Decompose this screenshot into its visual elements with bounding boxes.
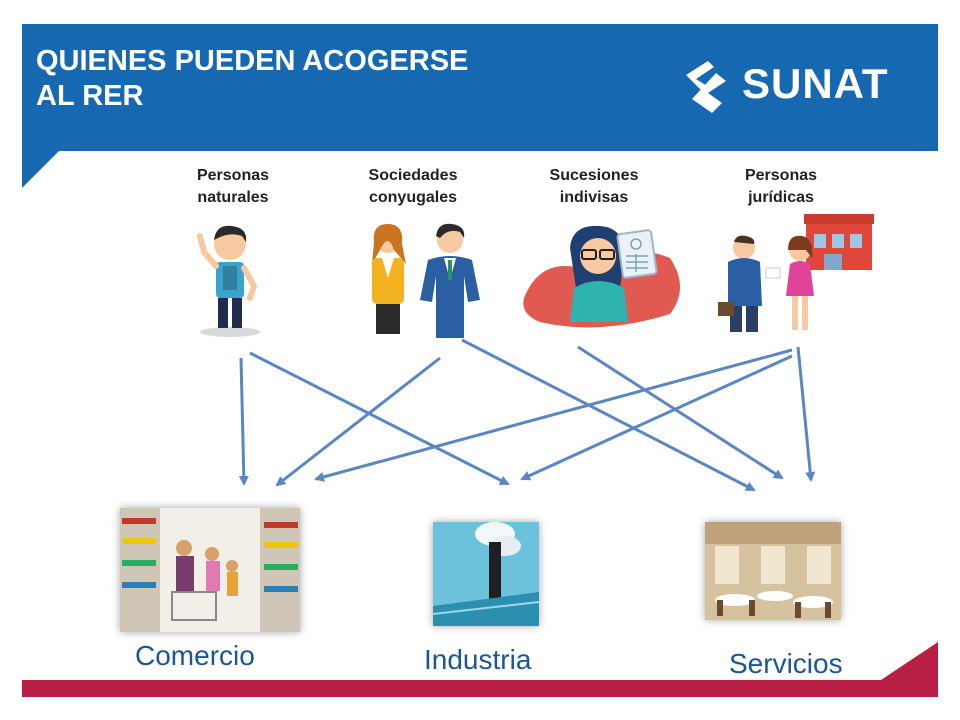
arrow-juridicas-comercio xyxy=(314,348,793,482)
sunat-logo: SUNAT xyxy=(682,55,918,119)
arrow-naturales-industria xyxy=(249,351,510,486)
arrow-conyugales-comercio xyxy=(275,356,441,487)
arrow-conyugales-servicios xyxy=(461,338,756,492)
page-title: QUIENES PUEDEN ACOGERSE AL RER xyxy=(36,45,469,112)
sector-label-servicios: Servicios xyxy=(729,648,843,679)
arrow-indivisas-servicios xyxy=(577,345,784,480)
sector-label-industria: Industria xyxy=(424,644,532,675)
sunat-logo-text: SUNAT xyxy=(742,60,889,107)
sector-label-comercio: Comercio xyxy=(135,640,255,671)
arrow-naturales-comercio xyxy=(238,357,249,486)
header-fold xyxy=(22,150,60,188)
sunat-logo-icon xyxy=(686,61,726,113)
header-banner xyxy=(22,24,938,151)
person-icon xyxy=(197,225,260,337)
arrow-juridicas-industria xyxy=(520,354,793,481)
arrow-juridicas-servicios xyxy=(796,346,816,482)
footer-triangle xyxy=(878,642,938,682)
footer-bar xyxy=(22,680,938,697)
company-icon xyxy=(718,214,874,332)
factory-chimney-photo xyxy=(433,522,539,626)
couple-icon xyxy=(372,223,480,338)
woman-document-icon xyxy=(523,225,680,328)
supermarket-photo xyxy=(120,508,300,632)
restaurant-photo xyxy=(705,522,841,620)
